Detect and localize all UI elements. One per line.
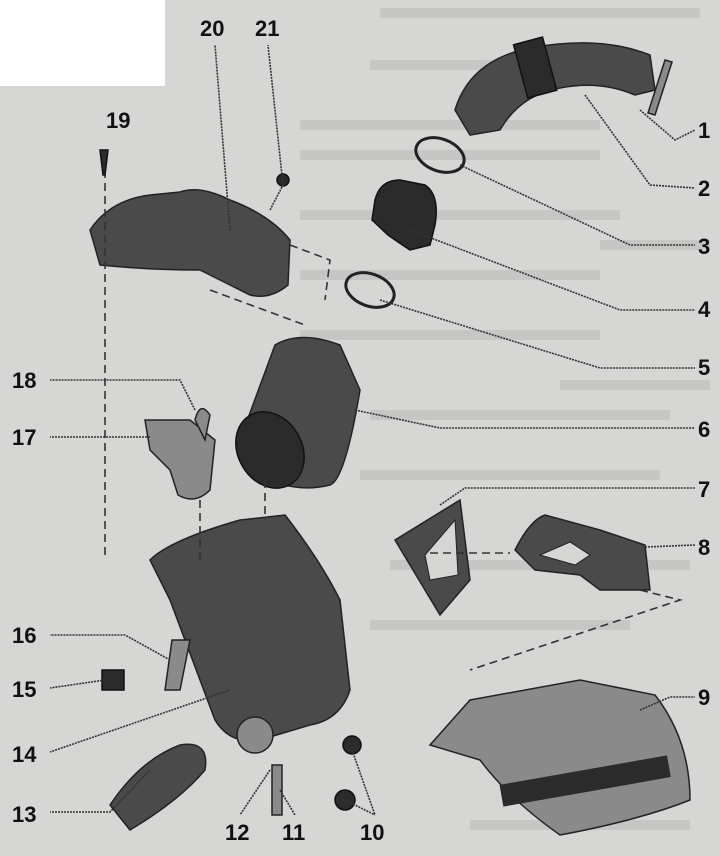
leader-lines bbox=[49, 44, 696, 816]
callout-19: 19 bbox=[106, 108, 130, 133]
nut-part-10a bbox=[342, 735, 362, 755]
callout-15: 15 bbox=[12, 677, 36, 702]
grommet-part-15 bbox=[101, 669, 125, 691]
callout-20: 20 bbox=[200, 16, 224, 41]
callout-8: 8 bbox=[698, 535, 710, 560]
callout-18: 18 bbox=[12, 368, 36, 393]
intake-duct-part-20 bbox=[89, 189, 291, 297]
callout-12: 12 bbox=[225, 820, 249, 845]
callout-7: 7 bbox=[698, 477, 710, 502]
blank-corner bbox=[0, 0, 165, 86]
sleeve-part-16 bbox=[164, 639, 191, 691]
intake-grille bbox=[499, 755, 671, 807]
screw-part-19 bbox=[99, 149, 109, 176]
callout-6: 6 bbox=[698, 417, 710, 442]
callout-9: 9 bbox=[698, 685, 710, 710]
seal-ring-part-3 bbox=[414, 136, 466, 174]
air-mass-meter-part-4 bbox=[371, 179, 437, 251]
callout-4: 4 bbox=[698, 297, 711, 322]
callout-13: 13 bbox=[12, 802, 36, 827]
housing-outlet bbox=[236, 716, 274, 754]
callout-17: 17 bbox=[12, 425, 36, 450]
filter-opening bbox=[235, 411, 305, 489]
callout-21: 21 bbox=[255, 16, 279, 41]
callout-5: 5 bbox=[698, 355, 710, 380]
callout-3: 3 bbox=[698, 234, 710, 259]
bracket-part-18 bbox=[194, 407, 211, 443]
callout-14: 14 bbox=[12, 742, 37, 767]
hose-part-13 bbox=[109, 743, 207, 831]
seal-ring-part-5 bbox=[344, 271, 396, 309]
sensor-part-17 bbox=[144, 419, 216, 500]
callout-16: 16 bbox=[12, 623, 36, 648]
callout-11: 11 bbox=[282, 820, 305, 845]
bolt-part-11 bbox=[271, 764, 283, 816]
hose-clamp bbox=[512, 36, 558, 99]
callout-2: 2 bbox=[698, 176, 710, 201]
callout-1: 1 bbox=[698, 118, 710, 143]
callout-10: 10 bbox=[360, 820, 384, 845]
clamp-part-1 bbox=[647, 59, 673, 116]
air-intake-part-9 bbox=[428, 679, 691, 836]
